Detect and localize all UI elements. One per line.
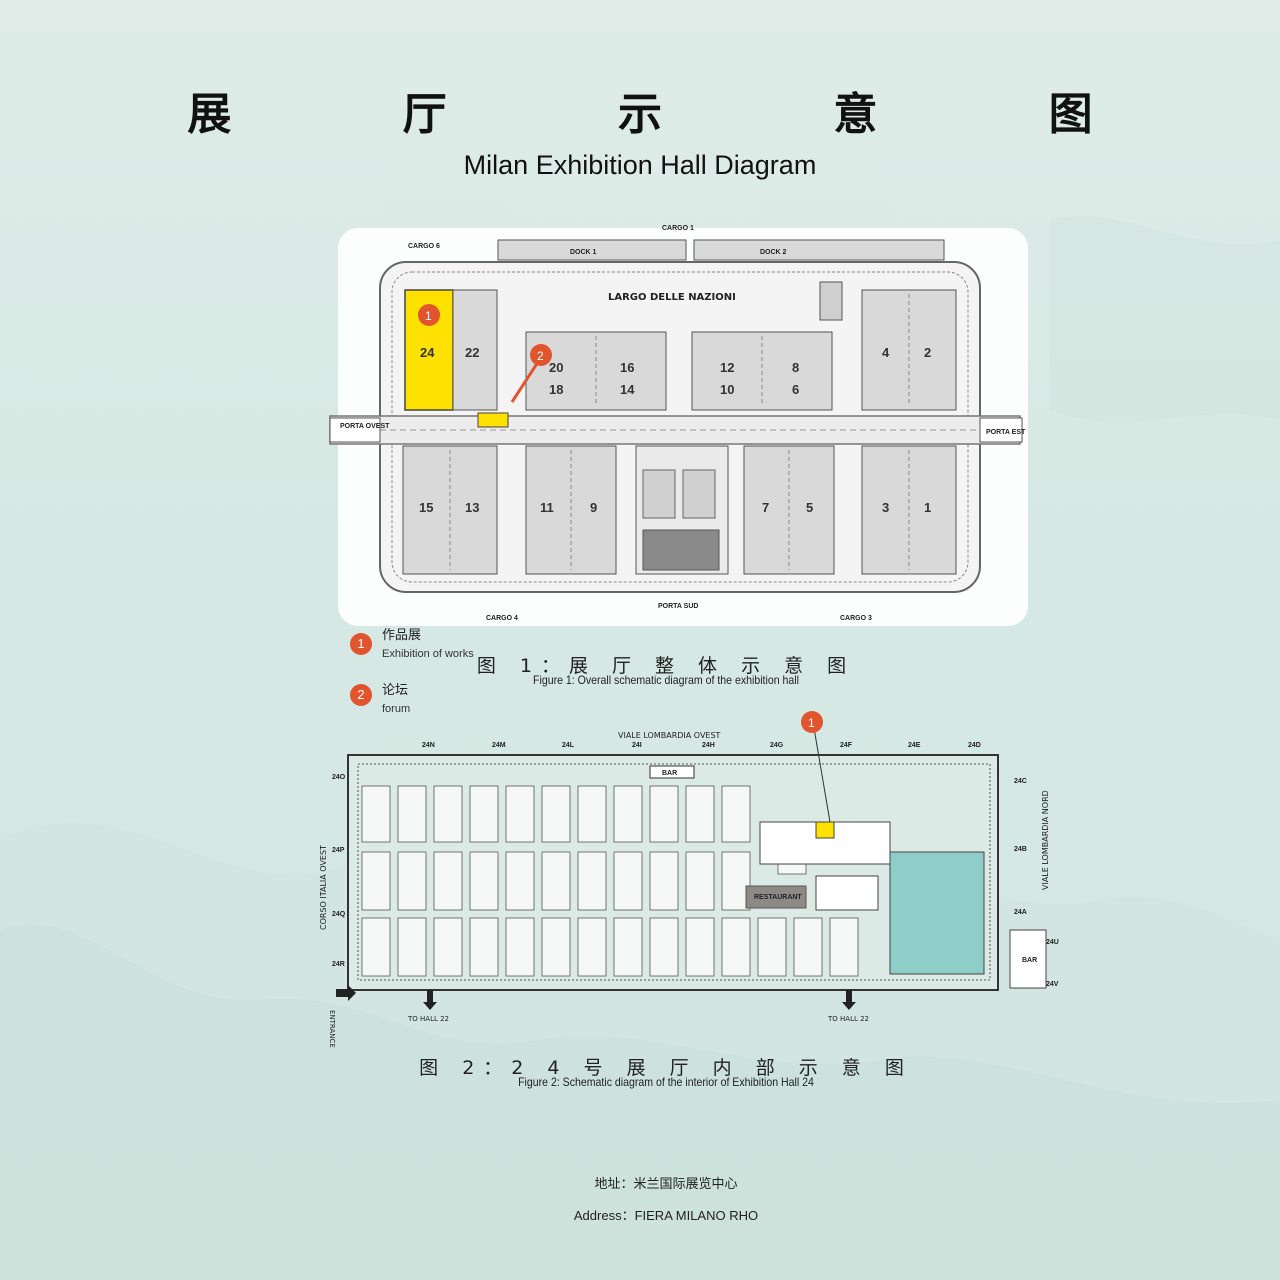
forum-area: [477, 412, 509, 428]
gate-label: 24H: [702, 742, 715, 749]
hall-label-6: 6: [792, 382, 799, 397]
cargo-6-label: CARGO 6: [408, 243, 440, 250]
hall-label-15: 15: [419, 500, 433, 515]
caption-2-en: Figure 2: Schematic diagram of the inter…: [518, 1075, 814, 1089]
gate-label: 24V: [1046, 981, 1059, 988]
down-arrow-icon: [423, 990, 437, 1010]
legend-label-cn: 论坛: [382, 683, 409, 698]
street-right-label: VIALE LOMBARDIA NORD: [1041, 790, 1050, 890]
dock-1: [497, 239, 687, 261]
hall-label-5: 5: [806, 500, 813, 515]
address-en: Address：FIERA MILANO RHO: [573, 1208, 759, 1223]
exhibition-spot-highlight: [815, 821, 835, 839]
marker-1-map2: [801, 711, 823, 733]
dock-2: [693, 239, 945, 261]
gate-label: 24U: [1046, 939, 1059, 946]
page-title-cn: 展 厅 示 意 图: [187, 89, 1171, 140]
caption-1-cn: 图 1：展 厅 整 体 示 意 图: [476, 655, 856, 677]
caption-2-cn: 图 2：2 4 号 展 厅 内 部 示 意 图: [419, 1057, 913, 1079]
hall-label-10: 10: [720, 382, 734, 397]
gate-label: 24I: [632, 742, 642, 749]
street-left-label: CORSO ITALIA OVEST: [319, 845, 328, 930]
gate-label: 24P: [332, 847, 345, 854]
cargo-1-label: CARGO 1: [662, 225, 694, 232]
hall-label-9: 9: [590, 500, 597, 515]
caption-1-en: Figure 1: Overall schematic diagram of t…: [533, 673, 799, 687]
hall-label-20: 20: [549, 360, 563, 375]
hall-label-22: 22: [465, 345, 479, 360]
address-cn: 地址：米兰国际展览中心: [594, 1177, 738, 1192]
gate-label: 24E: [908, 742, 921, 749]
legend-label-en: Exhibition of works: [382, 648, 474, 660]
porta-sud-label: PORTA SUD: [658, 603, 698, 610]
hall-label-7: 7: [762, 500, 769, 515]
marker-2-map1: [530, 344, 552, 366]
entrance-label: ENTRANCE: [328, 1010, 336, 1048]
hall-label-8: 8: [792, 360, 799, 375]
gate-label: 24C: [1014, 778, 1027, 785]
dock-2-label: DOCK 2: [760, 249, 787, 256]
hall-label-13: 13: [465, 500, 479, 515]
street-top-label: VIALE LOMBARDIA OVEST: [618, 731, 721, 740]
hall-label-4: 4: [882, 345, 890, 360]
hall-22: [452, 289, 498, 411]
gate-label: 24Q: [332, 911, 346, 918]
bar-right: [1009, 929, 1047, 989]
gate-label: 24G: [770, 742, 784, 749]
hall-label-12: 12: [720, 360, 734, 375]
hall-label-1: 1: [924, 500, 931, 515]
restaurant-area: [745, 885, 807, 909]
hall-label-24: 24: [420, 345, 435, 360]
cargo-3-label: CARGO 3: [840, 615, 872, 622]
bar-right-label: BAR: [1022, 957, 1037, 964]
hall-label-14: 14: [620, 382, 635, 397]
to-hall-right-label: TO HALL 22: [827, 1015, 869, 1023]
marker-1-map2-label: 1: [808, 716, 815, 730]
gate-label: 24L: [562, 742, 575, 749]
marker-1-pointer: [813, 727, 831, 823]
top-gates: 24N 24M 24L 24I 24H 24G 24F 24E 24D: [422, 742, 981, 749]
gate-label: 24D: [968, 742, 981, 749]
center-white-block: [815, 875, 879, 911]
teal-area: [889, 851, 985, 975]
restaurant-label: RESTAURANT: [754, 894, 802, 901]
marker-2-pointer: [510, 361, 540, 403]
bar-top-label: BAR: [662, 770, 677, 777]
gate-label: 24F: [840, 742, 853, 749]
legend-marker-1: 1: [350, 633, 372, 655]
dock-1-label: DOCK 1: [570, 249, 597, 256]
legend-label-cn: 作品展: [382, 628, 422, 643]
to-hall-left-label: TO HALL 22: [407, 1015, 449, 1023]
down-arrow-icon: [842, 990, 856, 1010]
gate-label: 24N: [422, 742, 435, 749]
marker-1-map1: [418, 304, 440, 326]
gate-label: 24O: [332, 774, 346, 781]
gate-label: 24R: [332, 961, 345, 968]
legend-label-en: forum: [382, 703, 411, 715]
porta-est-label: PORTA EST: [986, 429, 1026, 436]
bar-top: [649, 765, 695, 779]
marker-1-map1-label: 1: [425, 309, 432, 323]
service-block: [819, 281, 843, 321]
hall-label-2: 2: [924, 345, 931, 360]
hall-label-3: 3: [882, 500, 889, 515]
cargo-4-label: CARGO 4: [486, 615, 518, 622]
legend-marker-2: 2: [350, 684, 372, 706]
entrance-arrow-icon: [336, 985, 356, 1001]
marker-2-map1-label: 2: [537, 349, 544, 363]
porta-ovest-label: PORTA OVEST: [340, 423, 390, 430]
booth-grid: [361, 785, 859, 977]
hall-label-11: 11: [540, 500, 554, 515]
gate-label: 24M: [492, 742, 506, 749]
hall-label-18: 18: [549, 382, 563, 397]
gate-label: 24B: [1014, 846, 1027, 853]
gate-label: 24A: [1014, 909, 1027, 916]
hall-label-16: 16: [620, 360, 634, 375]
page-title-en: Milan Exhibition Hall Diagram: [463, 150, 817, 180]
largo-label: LARGO DELLE NAZIONI: [608, 292, 736, 303]
